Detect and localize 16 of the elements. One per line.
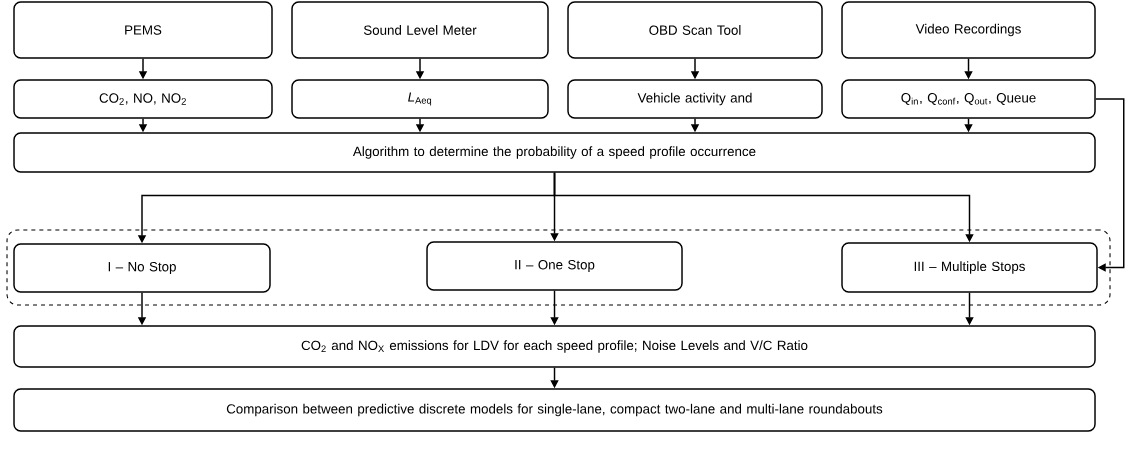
process-box: CO$_{2}$ and NO$_{X}$ emissions for LDV for each speed profile; Noise Levels and V/C Ratio	[13, 325, 1096, 368]
process-box: Algorithm to determine the probability of a speed profile occurrence	[13, 132, 1096, 173]
process-box: Comparison between predictive discrete models for single-lane, compact two-lane and multi-lane roundabouts	[13, 388, 1096, 432]
process-box: L$_{Aeq}$	[291, 79, 549, 119]
process-box: Q$_{in}$, Q$_{conf}$, Q$_{out}$, Queue	[841, 79, 1096, 119]
arrow	[1095, 98, 1125, 272]
process-box: I – No Stop	[13, 243, 271, 293]
process-box: PEMS	[13, 1, 273, 59]
process-box: III – Multiple Stops	[841, 242, 1098, 293]
process-box: OBD Scan Tool	[567, 1, 823, 59]
process-box: Video Recordings	[841, 1, 1096, 59]
process-box: II – One Stop	[426, 241, 683, 291]
process-box: Vehicle activity and	[567, 79, 823, 119]
process-box: CO$_{2}$, NO, NO$_{2}$	[13, 79, 273, 119]
process-box: Sound Level Meter	[291, 1, 549, 59]
dashed-group-box	[6, 229, 1111, 306]
